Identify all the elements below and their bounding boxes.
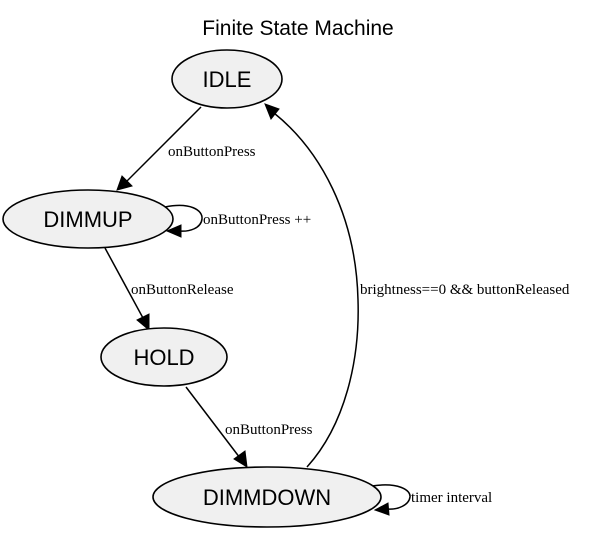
node-hold[interactable]: HOLD [100, 327, 228, 387]
edge-line [104, 247, 144, 319]
arrowhead-icon [264, 103, 280, 120]
edge-line [371, 484, 411, 510]
edge-dimmup-to-hold: onButtonRelease [104, 247, 234, 332]
edge-line [164, 204, 203, 232]
node-shape [100, 327, 228, 387]
arrowhead-icon [373, 502, 390, 516]
node-label: IDLE [203, 67, 252, 92]
arrowhead-icon [233, 450, 248, 468]
edge-label: onButtonPress ++ [203, 212, 311, 228]
edge-line [125, 106, 202, 183]
edge-dimmdown-self-loop: timer interval [371, 484, 492, 516]
arrowhead-icon [136, 313, 150, 332]
edge-dimmdown-to-idle: brightness==0 && buttonReleased [264, 103, 570, 468]
edge-label: onButtonPress [168, 144, 256, 160]
edge-hold-to-dimmdown: onButtonPress [185, 386, 313, 468]
edge-label: brightness==0 && buttonReleased [360, 282, 570, 298]
arrowhead-icon [165, 224, 182, 238]
edge-label: onButtonRelease [131, 282, 234, 298]
edge-line [185, 386, 241, 459]
node-shape [2, 189, 174, 249]
node-shape [171, 49, 283, 109]
node-dimmup[interactable]: DIMMUP [2, 189, 174, 249]
node-label: DIMMDOWN [203, 485, 331, 510]
node-shape [152, 466, 382, 528]
node-dimmdown[interactable]: DIMMDOWN [152, 466, 382, 528]
edge-label: timer interval [411, 490, 492, 506]
edge-dimmup-self-loop: onButtonPress ++ [164, 204, 311, 238]
node-label: DIMMUP [43, 207, 132, 232]
node-label: HOLD [133, 345, 194, 370]
node-idle[interactable]: IDLE [171, 49, 283, 109]
edge-line [273, 112, 359, 468]
edge-label: onButtonPress [225, 422, 313, 438]
edge-idle-to-dimmup: onButtonPress [116, 106, 256, 191]
arrowhead-icon [116, 175, 133, 191]
diagram-title: Finite State Machine [202, 17, 393, 40]
